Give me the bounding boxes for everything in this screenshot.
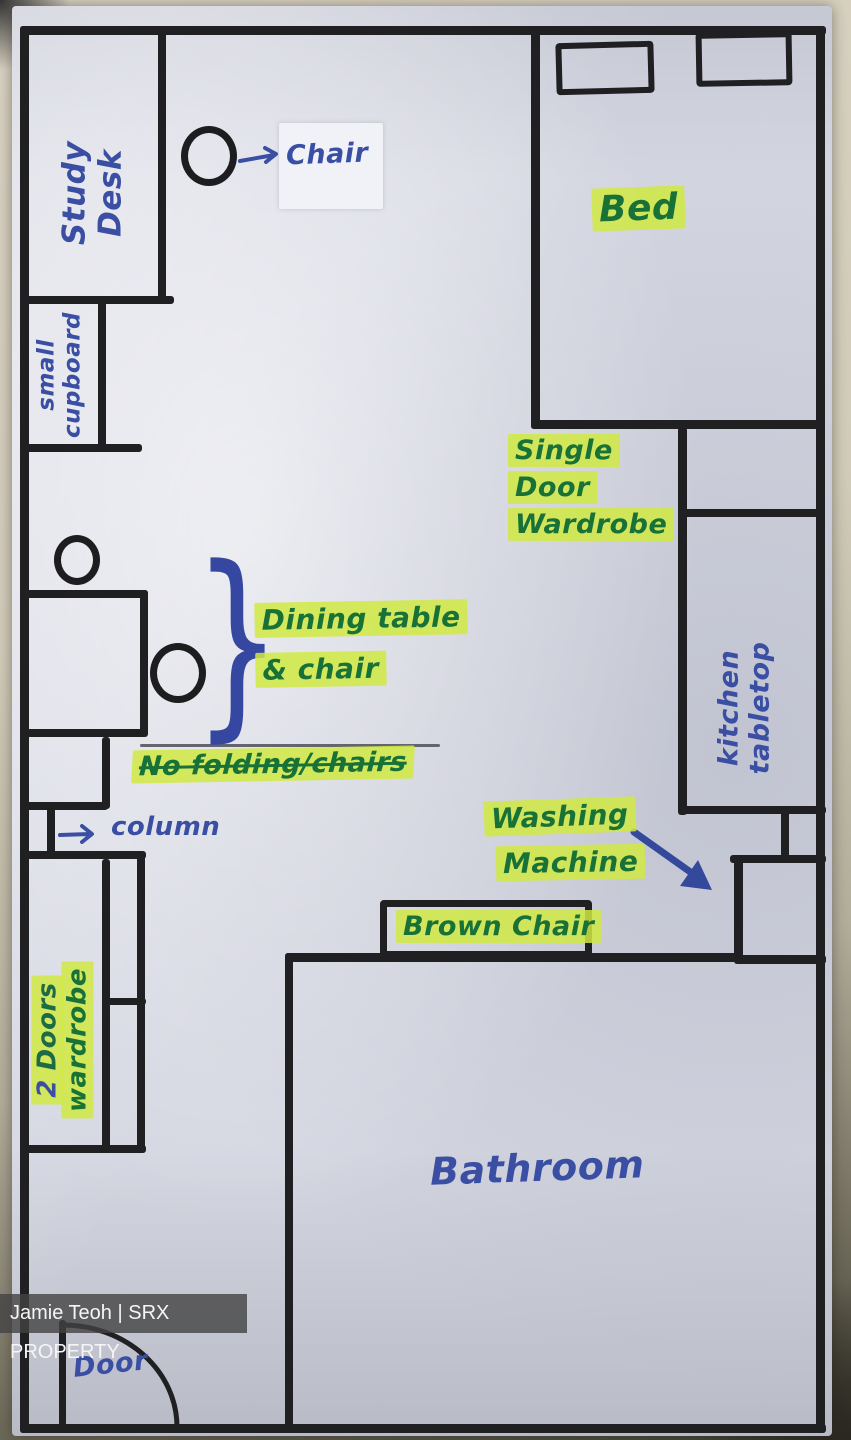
wall-outer-bottom <box>20 1424 826 1433</box>
washing-machine-label-line2: Machine <box>495 843 646 882</box>
wall-dining-table-top <box>26 590 148 598</box>
wall-bathroom-left <box>285 953 293 1431</box>
wall-washing-machine-bottom <box>734 955 826 964</box>
single-door-wardrobe-label: Single Door Wardrobe <box>508 432 698 543</box>
paper-sheet <box>12 6 832 1436</box>
study-desk-label: Study Desk <box>56 140 129 246</box>
wall-kitchen-bottom <box>682 806 826 814</box>
wall-wardrobe-tick <box>102 998 146 1005</box>
column-label: column <box>111 812 221 842</box>
wall-wardrobe-bottom <box>22 1145 146 1153</box>
wall-dining-table-right <box>140 590 148 736</box>
brown-chair-label: Brown Chair <box>396 910 602 943</box>
pencil-line <box>140 744 440 747</box>
chair-arrow-icon <box>238 146 278 164</box>
washing-machine-arrow-icon <box>630 828 712 890</box>
bed-label: Bed <box>591 185 686 232</box>
brace-icon: } <box>193 524 283 761</box>
wall-cupboard-bottom <box>24 444 142 452</box>
bathroom-label: Bathroom <box>429 1142 646 1194</box>
wall-column-side <box>47 802 55 859</box>
column-arrow-icon <box>58 824 94 844</box>
wall-study-desk-right <box>158 30 166 304</box>
chair-circle-icon <box>181 126 237 186</box>
washing-machine-label-line1: Washing <box>483 796 637 837</box>
watermark: Jamie Teoh | SRX PROPERTY <box>0 1294 247 1363</box>
wall-bed-bottom <box>531 420 824 429</box>
wall-column-top <box>24 802 108 810</box>
wall-wardrobe-kitchen-divider <box>682 509 824 517</box>
pillow-right <box>695 31 793 87</box>
wall-outer-right <box>816 26 825 1433</box>
dining-chair-circle-icon <box>54 535 100 585</box>
wall-wardrobe-front <box>102 859 110 1153</box>
wall-under-table <box>102 737 110 809</box>
two-doors-wardrobe-label: 2 Doors wardrobe <box>19 938 107 1143</box>
dining-chair-circle2-icon <box>150 643 206 703</box>
wall-cupboard-right <box>98 300 106 450</box>
wall-washing-machine-left <box>734 859 743 963</box>
wall-door-jamb <box>59 1320 66 1426</box>
small-cupboard-label: small cupboard <box>33 311 86 439</box>
crossed-out-label: No folding/chairs <box>131 745 415 784</box>
wall-dining-table-bottom <box>26 729 148 737</box>
wall-outer-left <box>20 26 29 1433</box>
wall-bed-left <box>531 30 540 429</box>
wall-column-bottom <box>24 851 146 859</box>
pillow-left <box>555 40 655 96</box>
wall-kitchen-left <box>678 427 687 815</box>
wall-outer-top <box>20 26 826 35</box>
tape-patch <box>279 123 383 209</box>
chair-label: Chair <box>285 137 369 172</box>
wall-washing-machine-top <box>730 855 826 863</box>
wall-kitchen-notch <box>781 810 789 863</box>
kitchen-tabletop-label: kitchen tabletop <box>713 641 776 775</box>
dining-table-label: Dining table & chair <box>254 592 476 696</box>
